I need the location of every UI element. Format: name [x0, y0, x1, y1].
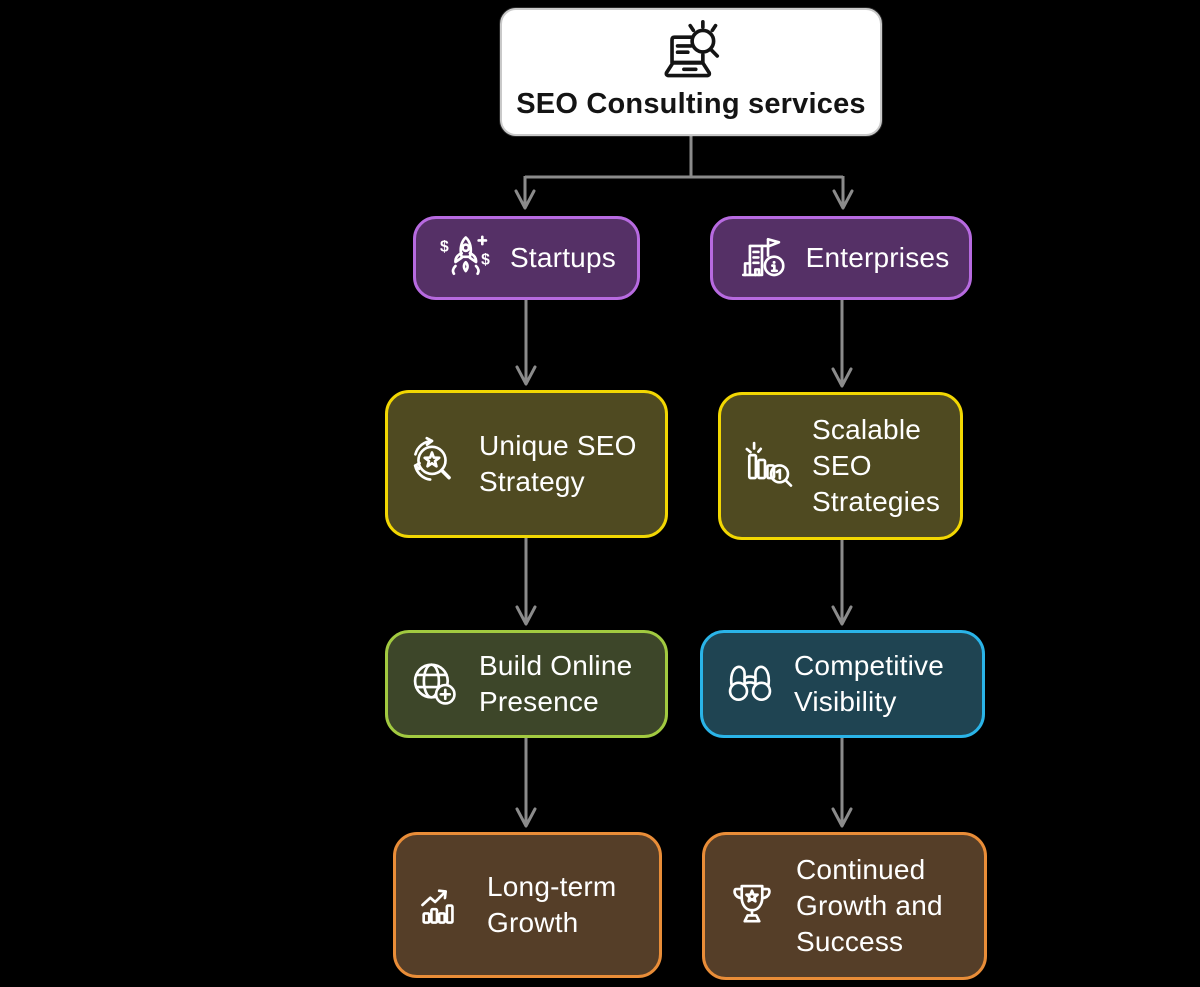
node-label: Build Online Presence — [479, 650, 633, 717]
node-competitive-visibility: Competitive Visibility — [700, 630, 985, 738]
node-startups: $ $ Startups — [413, 216, 640, 300]
node-label: Enterprises — [805, 242, 950, 274]
globe-plus-icon — [406, 655, 464, 713]
svg-text:$: $ — [440, 238, 449, 255]
growth-chart-icon — [414, 876, 472, 934]
node-label: Continued Growth and Success — [796, 854, 943, 957]
node-long-term-growth: Long-term Growth — [393, 832, 662, 978]
node-label: Unique SEO Strategy — [479, 430, 637, 497]
building-info-icon — [733, 229, 791, 287]
node-build-online-presence: Build Online Presence — [385, 630, 668, 738]
node-label: Competitive Visibility — [794, 650, 945, 717]
edge-split-root — [525, 136, 843, 179]
node-unique-seo-strategy: Unique SEO Strategy — [385, 390, 668, 538]
svg-text:$: $ — [481, 252, 490, 269]
rocket-dollar-icon: $ $ — [437, 229, 495, 287]
node-enterprises: Enterprises — [710, 216, 972, 300]
binoculars-icon — [721, 655, 779, 713]
trophy-star-icon — [723, 877, 781, 935]
root-label: SEO Consulting services — [516, 88, 866, 121]
laptop-search-icon — [653, 19, 729, 87]
node-label: Scalable SEO Strategies — [812, 414, 941, 517]
bar-chart-search-icon — [739, 437, 797, 495]
node-continued-growth-and-success: Continued Growth and Success — [702, 832, 987, 980]
node-label: Startups — [510, 242, 616, 274]
node-seo-consulting-services: SEO Consulting services — [500, 8, 882, 136]
search-star-refresh-icon — [406, 435, 464, 493]
node-scalable-seo-strategies: Scalable SEO Strategies — [718, 392, 963, 540]
node-label: Long-term Growth — [487, 871, 617, 938]
